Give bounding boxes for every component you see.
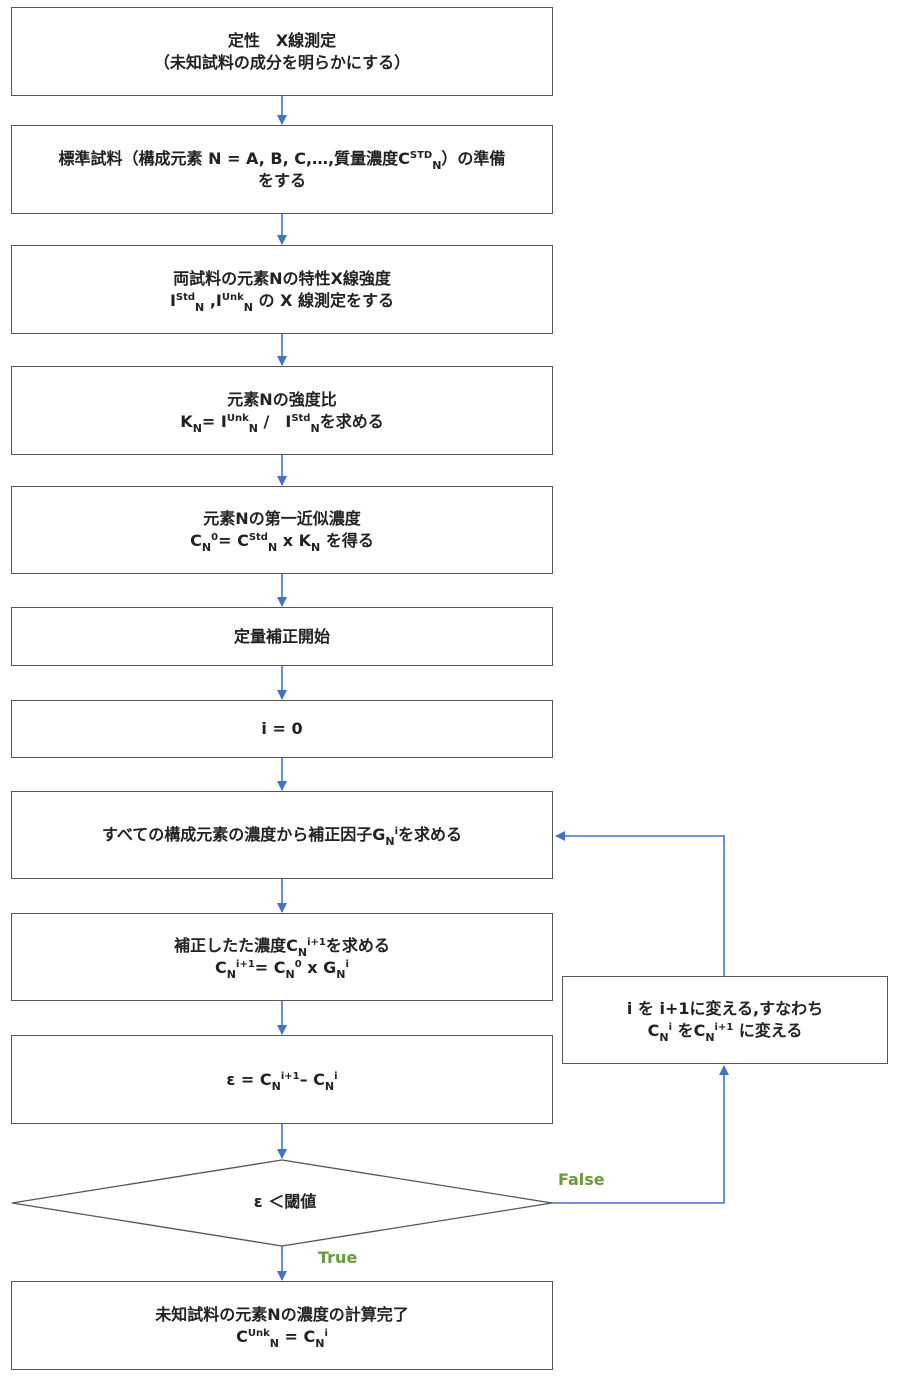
step-first-approximation: 元素Nの第一近似濃度 CN0= CStdN x KN を得る xyxy=(11,486,553,574)
step-start-correction: 定量補正開始 xyxy=(11,607,553,666)
branch-false-label: False xyxy=(558,1170,605,1189)
step-intensity-ratio: 元素Nの強度比 KN= IUnkN / IStdNを求める xyxy=(11,366,553,455)
step-calculation-complete: 未知試料の元素Nの濃度の計算完了 CUnkN = CNi xyxy=(11,1281,553,1370)
branch-true-label: True xyxy=(318,1248,358,1267)
decision-label: ε ＜閾値 xyxy=(253,1192,317,1211)
arrow-false-to-side xyxy=(552,1065,729,1204)
step-qualitative-xray: 定性 X線測定 （未知試料の成分を明らかにする） xyxy=(11,7,553,96)
step-init-i: i = 0 xyxy=(11,700,553,758)
step-prepare-standard: 標準試料（構成元素 N = A, B, C,…,質量濃度CSTDN）の準備 をす… xyxy=(11,125,553,214)
step1-title: 定性 X線測定 xyxy=(227,30,337,50)
decision-diamond xyxy=(11,1159,553,1247)
arrow-side-to-8 xyxy=(555,831,725,976)
step-difference-epsilon: ε = CNi+1– CNi xyxy=(11,1035,553,1124)
step1-subtitle: （未知試料の成分を明らかにする） xyxy=(153,52,411,72)
step-correction-factor: すべての構成元素の濃度から補正因子GNiを求める xyxy=(11,791,553,879)
step-measure-intensity: 両試料の元素Nの特性X線強度 IStdN ,IUnkN の X 線測定をする xyxy=(11,245,553,334)
step-increment-i: i を i+1に変える,すなわち CNi をCNi+1 に変える xyxy=(562,976,888,1064)
step-corrected-concentration: 補正したた濃度CNi+1を求める CNi+1= CN0 x GNi xyxy=(11,913,553,1001)
